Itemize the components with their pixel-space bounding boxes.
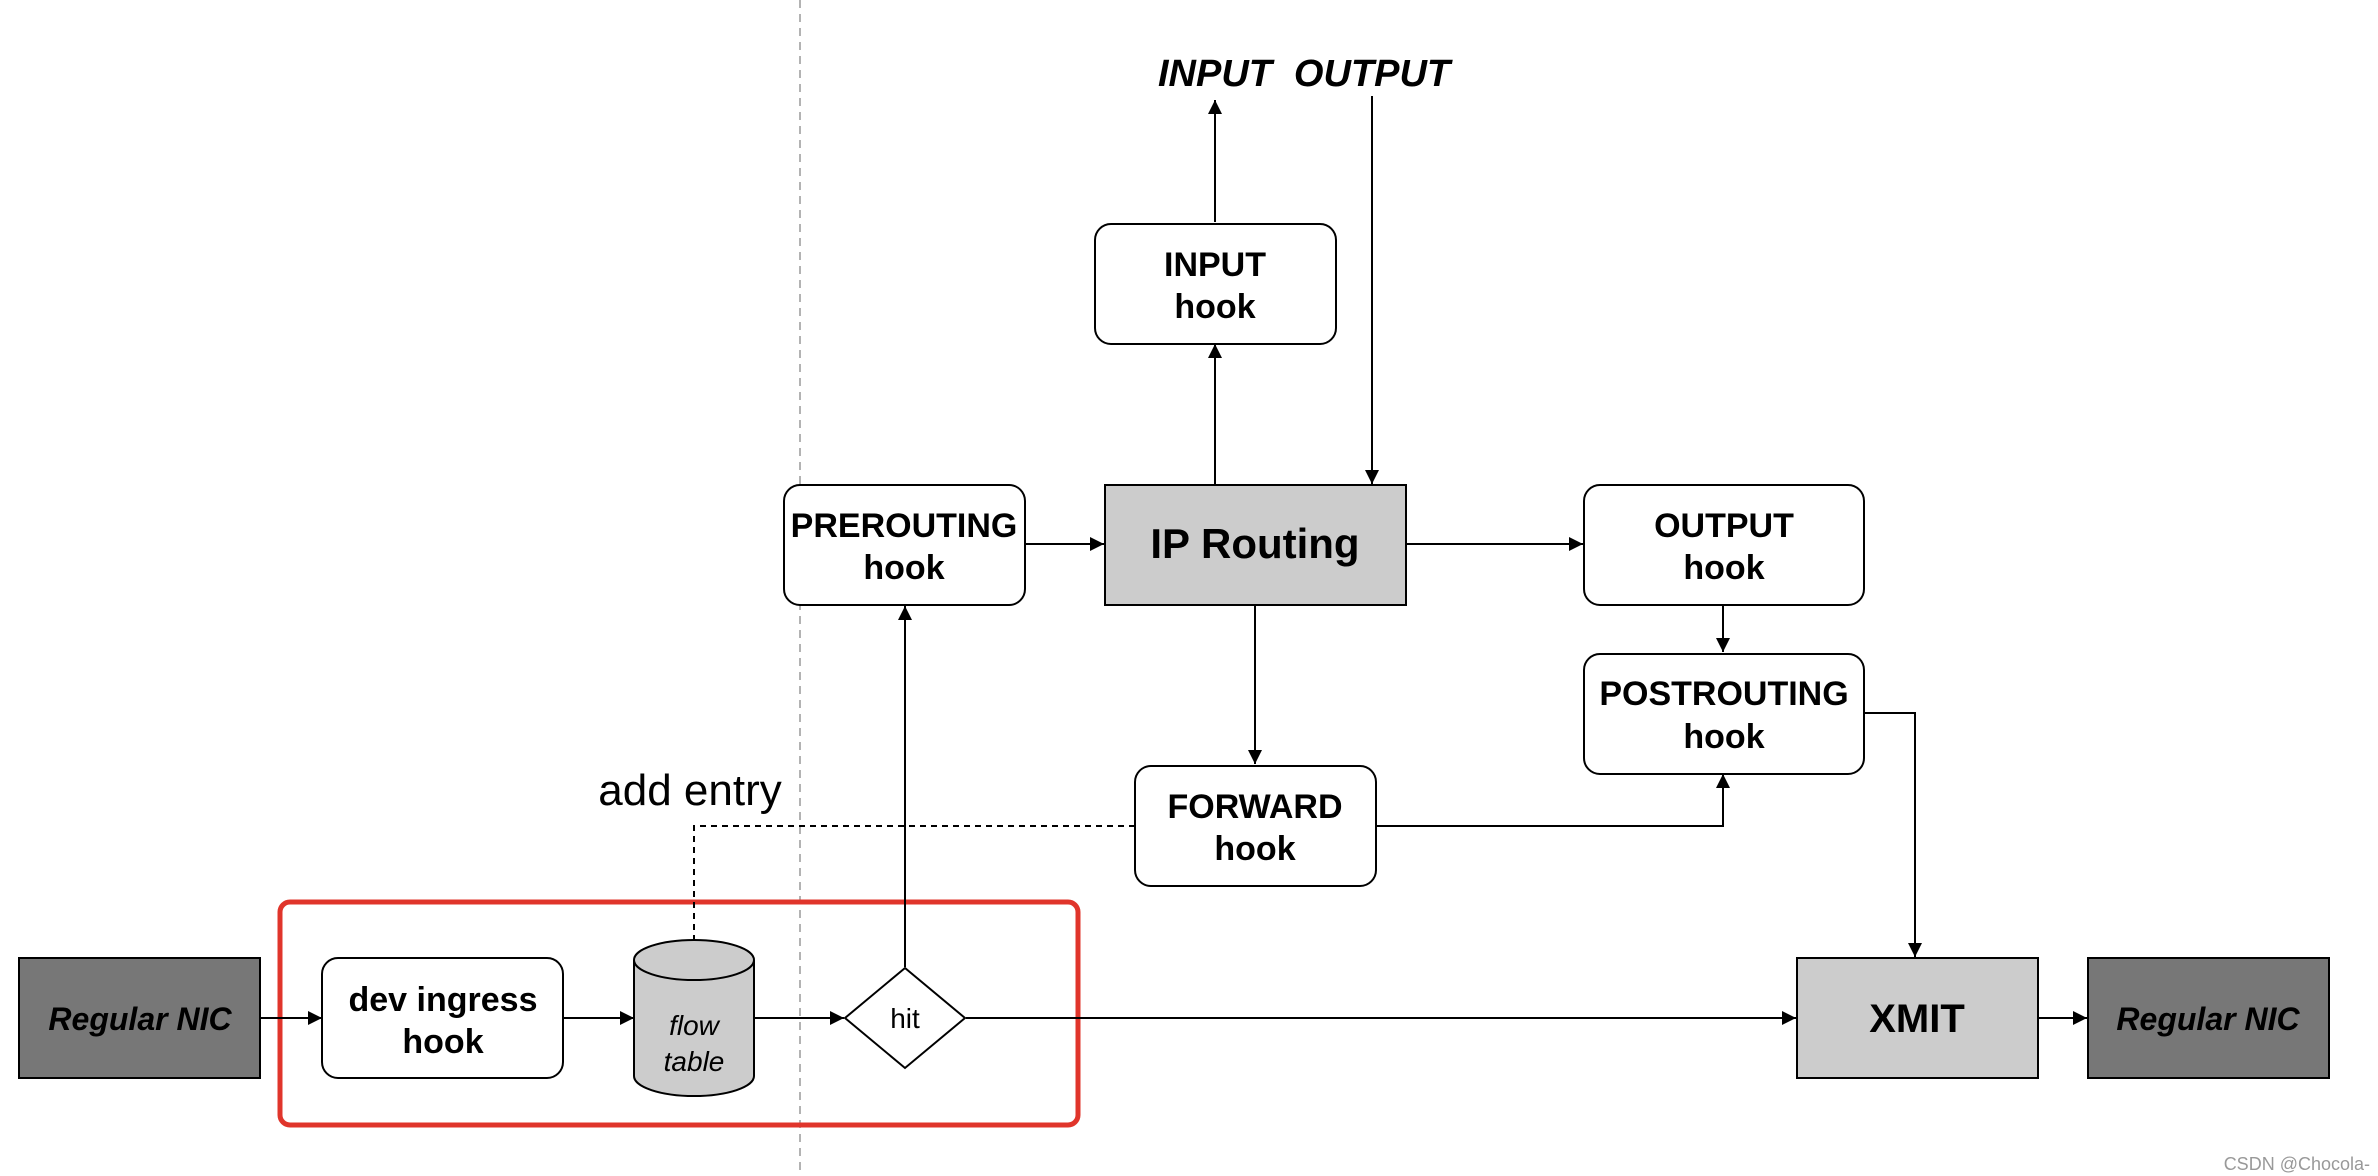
xmit-label: XMIT [1869,997,1965,1041]
prerouting-hook-line1: PREROUTING [791,507,1018,545]
regular-nic-in-label: Regular NIC [48,1001,232,1037]
hit-label: hit [890,1003,920,1034]
prerouting-hook-line2: hook [863,549,944,587]
watermark-text: CSDN @Chocola- [2224,1154,2370,1174]
postrouting-hook-node: POSTROUTING hook [1583,653,1865,775]
ip-routing-node: IP Routing [1104,484,1407,606]
dev-ingress-hook-line1: dev ingress [349,981,538,1019]
prerouting-hook-node: PREROUTING hook [783,484,1026,606]
forward-hook-line1: FORWARD [1167,788,1342,826]
regular-nic-out-node: Regular NIC [2087,957,2330,1079]
flow-table-line2: table [664,1046,725,1077]
dev-ingress-hook-node: dev ingress hook [321,957,564,1079]
edge-forward-to-postrouting [1376,774,1730,827]
edge-forward-to-flowtable-dashed [687,825,1135,970]
output-label: OUTPUT [1294,53,1453,95]
input-hook-node: INPUT hook [1094,223,1337,345]
fastpath-highlight-box [277,899,1081,1128]
output-hook-node: OUTPUT hook [1583,484,1865,606]
flow-table-line1: flow [669,1010,721,1041]
flow-table-node: flow table [633,939,755,1097]
input-hook-line2: hook [1174,288,1255,326]
regular-nic-out-label: Regular NIC [2116,1001,2300,1037]
xmit-node: XMIT [1796,957,2039,1079]
dev-ingress-hook-line2: hook [402,1023,483,1061]
postrouting-hook-line1: POSTROUTING [1599,675,1848,713]
forward-hook-line2: hook [1214,830,1295,868]
regular-nic-in-node: Regular NIC [18,957,261,1079]
input-label: INPUT [1158,53,1275,95]
output-hook-line1: OUTPUT [1654,507,1794,545]
input-hook-line1: INPUT [1164,246,1266,284]
add-entry-label: add entry [598,766,781,815]
hit-decision-node: hit [843,966,967,1070]
output-hook-line2: hook [1683,549,1764,587]
postrouting-hook-line2: hook [1683,718,1764,756]
edge-postrouting-to-xmit [1864,712,1922,957]
forward-hook-node: FORWARD hook [1134,765,1377,887]
ip-routing-label: IP Routing [1150,520,1359,567]
